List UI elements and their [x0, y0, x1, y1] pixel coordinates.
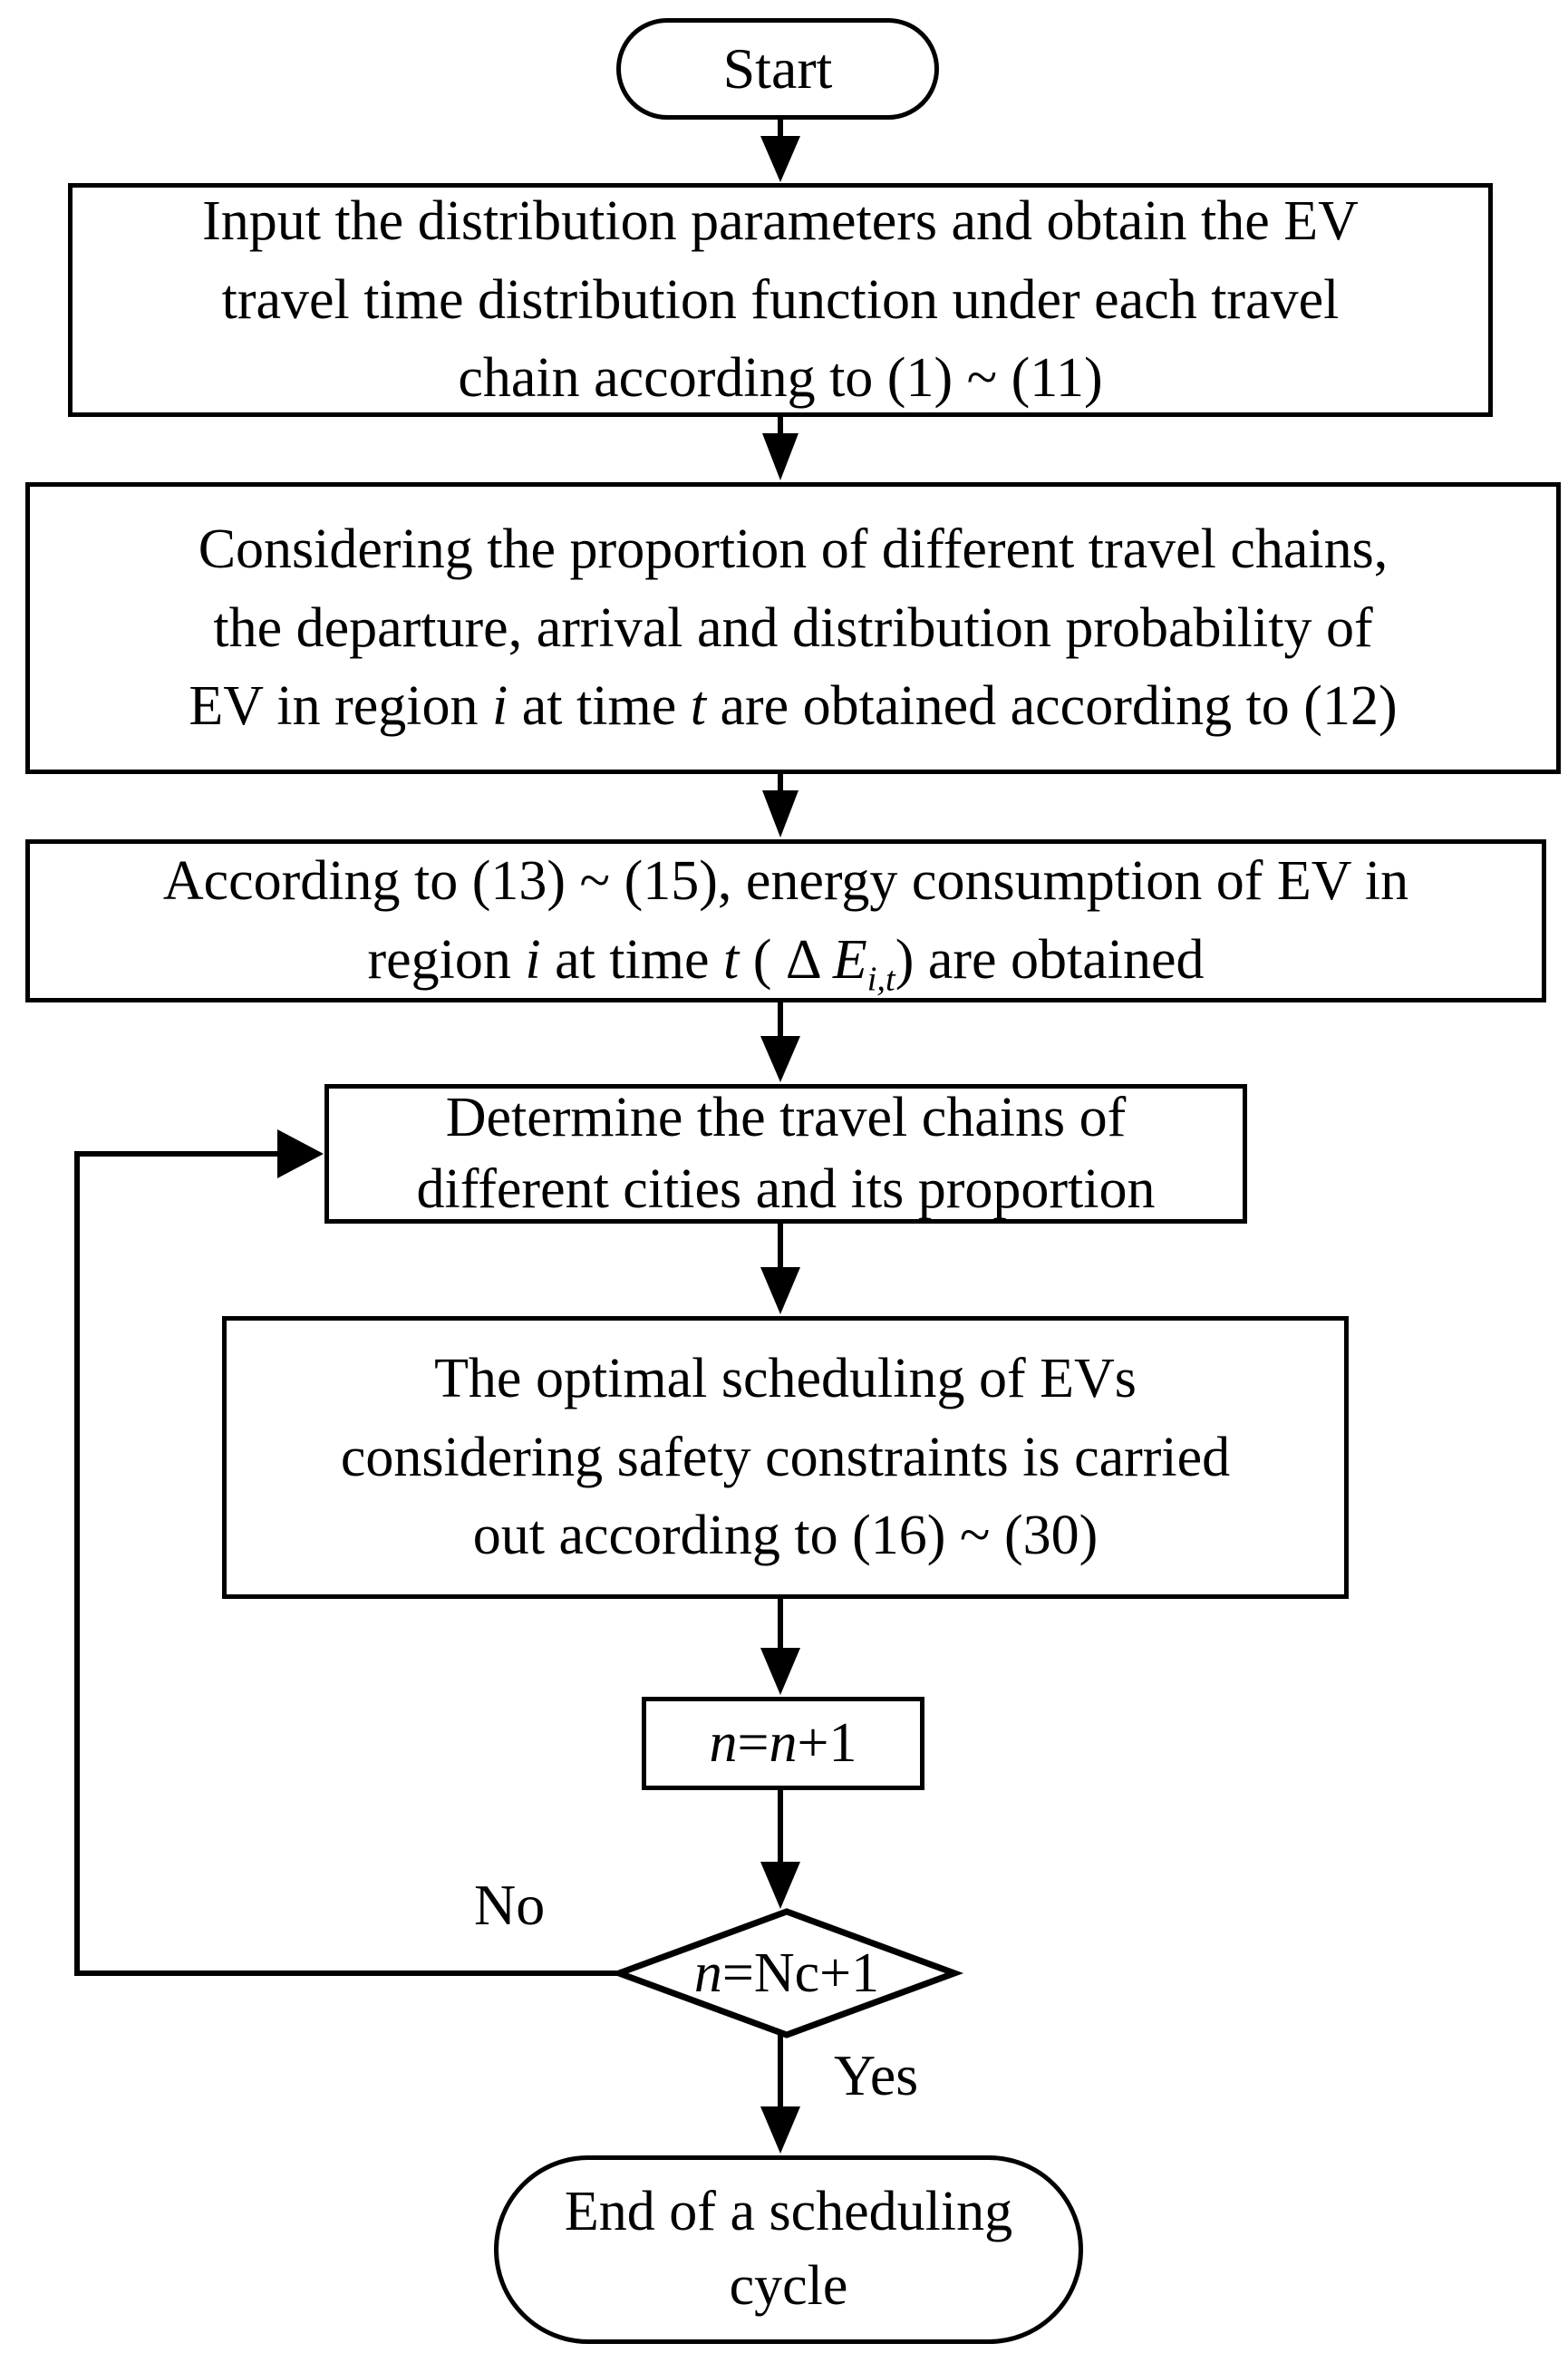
edge-label-no: No [474, 1873, 546, 1937]
arrowhead-icon [760, 2106, 800, 2154]
process-increment-n-text: n=n+1 [709, 1712, 857, 1775]
process-energy-consumption-text: According to (13) ~ (15), energy consump… [162, 850, 1409, 999]
decision-n-equals-nc: n=Nc+1 [646, 1939, 927, 2008]
connector-lines [74, 116, 783, 2117]
arrowhead-icon [762, 790, 799, 838]
process-input-distribution: Input the distribution parameters and ob… [68, 183, 1493, 417]
process-increment-n: n=n+1 [642, 1697, 924, 1790]
start-label: Start [722, 36, 833, 102]
arrowhead-icon [760, 1036, 800, 1082]
process-energy-consumption: According to (13) ~ (15), energy consump… [25, 839, 1546, 1002]
edge-label-yes: Yes [834, 2043, 919, 2107]
process-travel-chain-proportion: Considering the proportion of different … [25, 482, 1561, 774]
arrowhead-icon [760, 1648, 800, 1695]
arrowhead-icon [762, 433, 799, 480]
process-travel-chain-proportion-text: Considering the proportion of different … [189, 518, 1398, 738]
process-input-distribution-text: Input the distribution parameters and ob… [202, 189, 1359, 410]
arrowhead-icon [760, 1862, 800, 1909]
arrowhead-icon [760, 1267, 800, 1314]
start-terminator: Start [616, 18, 939, 120]
decision-diamond-shape [609, 1908, 964, 2038]
arrowhead-icon [277, 1129, 324, 1178]
decision-n-equals-nc-text: n=Nc+1 [693, 1942, 880, 2004]
arrowhead-icon [760, 136, 800, 182]
